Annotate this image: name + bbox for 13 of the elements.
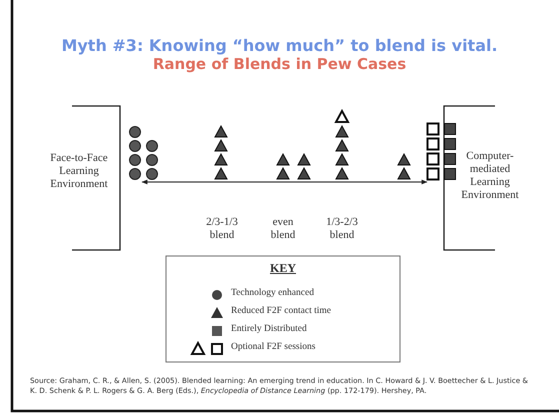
legend-label: Optional F2F sessions (231, 342, 316, 352)
legend-label: Entirely Distributed (231, 324, 307, 334)
blend-label: 1/3-2/3 blend (325, 216, 359, 242)
environment-label: Face-to-Face Learning Environment (49, 152, 109, 191)
double-arrow (141, 180, 428, 184)
legend-label: Reduced F2F contact time (231, 306, 331, 316)
slide-title: Myth #3: Knowing “how much” to blend is vital. (60, 36, 499, 55)
legend-label: Technology enhanced (231, 288, 314, 298)
blend-label: even blend (270, 216, 296, 242)
key-heading: KEY (268, 262, 297, 275)
blend-label: 2/3-1/3 blend (205, 216, 239, 242)
environment-label: Computer-mediated Learning Environment (460, 150, 520, 202)
slide-subtitle: Range of Blends in Pew Cases (152, 58, 408, 71)
